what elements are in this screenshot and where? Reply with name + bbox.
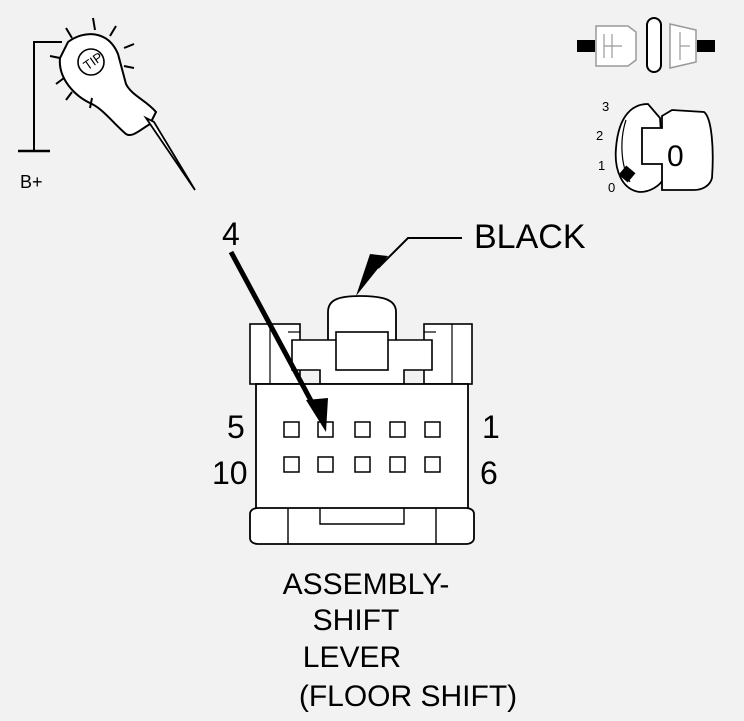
component-caption: ASSEMBLY- SHIFT LEVER (FLOOR SHIFT) (283, 568, 518, 713)
pin-cavity-3 (354, 421, 371, 438)
caption-line-1: ASSEMBLY- (283, 568, 450, 601)
key-pos-0: 0 (608, 180, 615, 195)
pin-cavity-2 (389, 421, 406, 438)
key-pos-2: 2 (596, 128, 603, 143)
power-label: B+ (20, 172, 43, 192)
test-probe-icon: B+ TIP (18, 17, 196, 192)
pin-cavity-8 (354, 456, 371, 473)
pin-label-6: 6 (480, 455, 498, 491)
probe-lamp (77, 48, 105, 76)
key-position-marker (618, 165, 636, 183)
disconnect-connector-icon (577, 17, 715, 73)
lamp-rays (49, 17, 135, 109)
connector-base (249, 507, 475, 545)
pin-label-1: 1 (482, 409, 500, 445)
color-label: BLACK (474, 218, 586, 256)
key-position-label: 0 (667, 140, 684, 173)
key-pos-3: 3 (602, 99, 609, 114)
ignition-key-icon: 0 3 2 1 0 (596, 99, 714, 195)
pin-label-10: 10 (212, 455, 248, 491)
pin-label-5: 5 (227, 409, 245, 445)
pin-row-top (283, 421, 441, 438)
pin-row-bottom (283, 456, 441, 473)
caption-line-2: SHIFT (313, 604, 400, 637)
pin-callout-arrow: 4 (222, 216, 328, 432)
probe-needle (143, 115, 196, 191)
pin-cavity-7 (389, 456, 406, 473)
pin-cavity-5 (283, 421, 300, 438)
caption-line-3: LEVER (303, 641, 401, 674)
pin-cavity-6 (424, 456, 441, 473)
connector-latch (327, 295, 397, 340)
pin-cavity-9 (317, 456, 334, 473)
key-pos-1: 1 (598, 158, 605, 173)
color-callout: BLACK (356, 218, 586, 296)
pin-cavity-1 (424, 421, 441, 438)
callout-pin-label: 4 (222, 216, 240, 252)
probe-handle (58, 33, 158, 136)
caption-line-4: (FLOOR SHIFT) (299, 680, 517, 713)
pin-cavity-10 (283, 456, 300, 473)
connector-body (255, 383, 469, 511)
shift-lever-connector (249, 295, 475, 545)
